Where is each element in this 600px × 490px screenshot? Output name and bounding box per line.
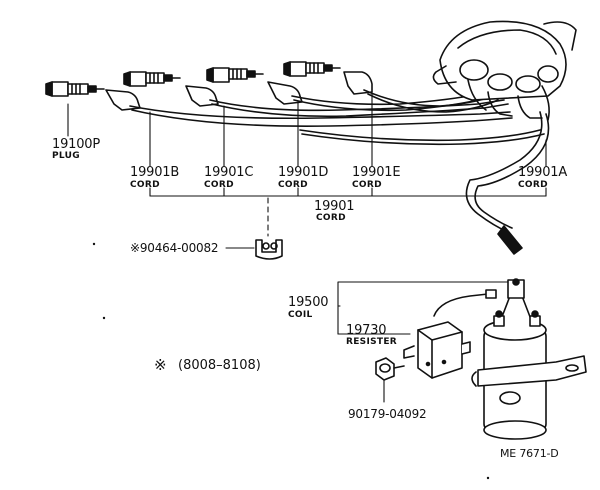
- spark-plug-4: [283, 61, 341, 77]
- cord-b-part-number: 19901B: [130, 165, 180, 180]
- nut: [375, 357, 405, 381]
- cord-set-part-number: 19901: [314, 199, 355, 214]
- spark-plug-3: [206, 67, 264, 83]
- note-symbol: ※: [154, 356, 167, 374]
- coil-leaders: [337, 281, 511, 403]
- cord-set-part-name: CORD: [316, 213, 346, 223]
- cord-a-part-number: 19901A: [518, 165, 568, 180]
- plug-boots: [105, 71, 373, 111]
- coil-part-name: COIL: [288, 310, 313, 320]
- ignition-coil: [471, 278, 587, 440]
- cord-clamp: [255, 239, 283, 260]
- spark-plug-1: [45, 81, 105, 97]
- cord-e-part-name: CORD: [352, 180, 382, 190]
- cord-e-part-number: 19901E: [352, 165, 401, 180]
- cord-b-part-name: CORD: [130, 180, 160, 190]
- plug-part-name: PLUG: [52, 151, 80, 161]
- leader-lines: [67, 93, 547, 249]
- resister-part-number: 19730: [346, 323, 387, 338]
- cord-c-part-number: 19901C: [204, 165, 254, 180]
- cord-a-part-name: CORD: [518, 180, 548, 190]
- figure-code: ME 7671-D: [500, 447, 559, 460]
- nut-part-number: 90179-04092: [348, 407, 427, 421]
- cord-d-part-name: CORD: [278, 180, 308, 190]
- clamp-part-number: ※90464-00082: [130, 241, 219, 255]
- ignition-cords: [129, 87, 550, 255]
- spark-plug-2: [123, 71, 181, 87]
- cord-c-part-name: CORD: [204, 180, 234, 190]
- note-date-range: (8008–8108): [178, 358, 261, 373]
- distributor-cap: [432, 20, 577, 121]
- resister: [403, 289, 497, 379]
- cord-d-part-number: 19901D: [278, 165, 329, 180]
- plug-part-number: 19100P: [52, 137, 100, 152]
- resister-part-name: RESISTER: [346, 337, 398, 347]
- coil-part-number: 19500: [288, 295, 329, 310]
